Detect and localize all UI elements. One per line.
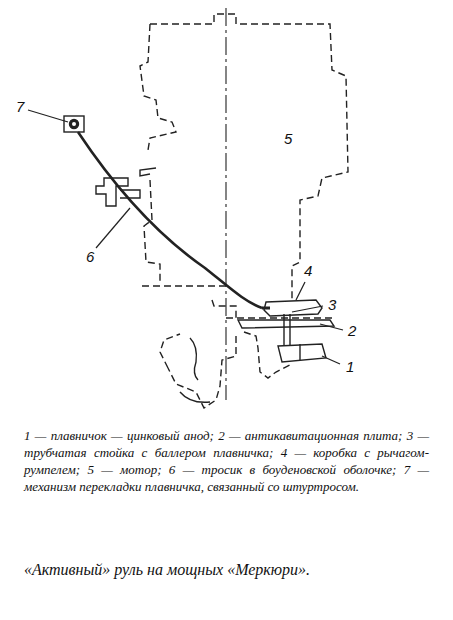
callout-number: 3 bbox=[326, 296, 338, 313]
legend-text: 1 — плавничок — цинковый анод; 2 — антик… bbox=[24, 428, 429, 496]
callout-number: 7 bbox=[14, 98, 26, 115]
outboard-motor-drawing bbox=[0, 0, 453, 420]
callout-number: 5 bbox=[282, 130, 294, 147]
callout-number: 2 bbox=[346, 322, 358, 339]
figure-caption: «Активный» руль на мощных «Меркюри». bbox=[24, 560, 429, 581]
callout-number: 6 bbox=[84, 248, 96, 265]
callout-number: 4 bbox=[302, 262, 314, 279]
callout-number: 1 bbox=[344, 358, 356, 375]
